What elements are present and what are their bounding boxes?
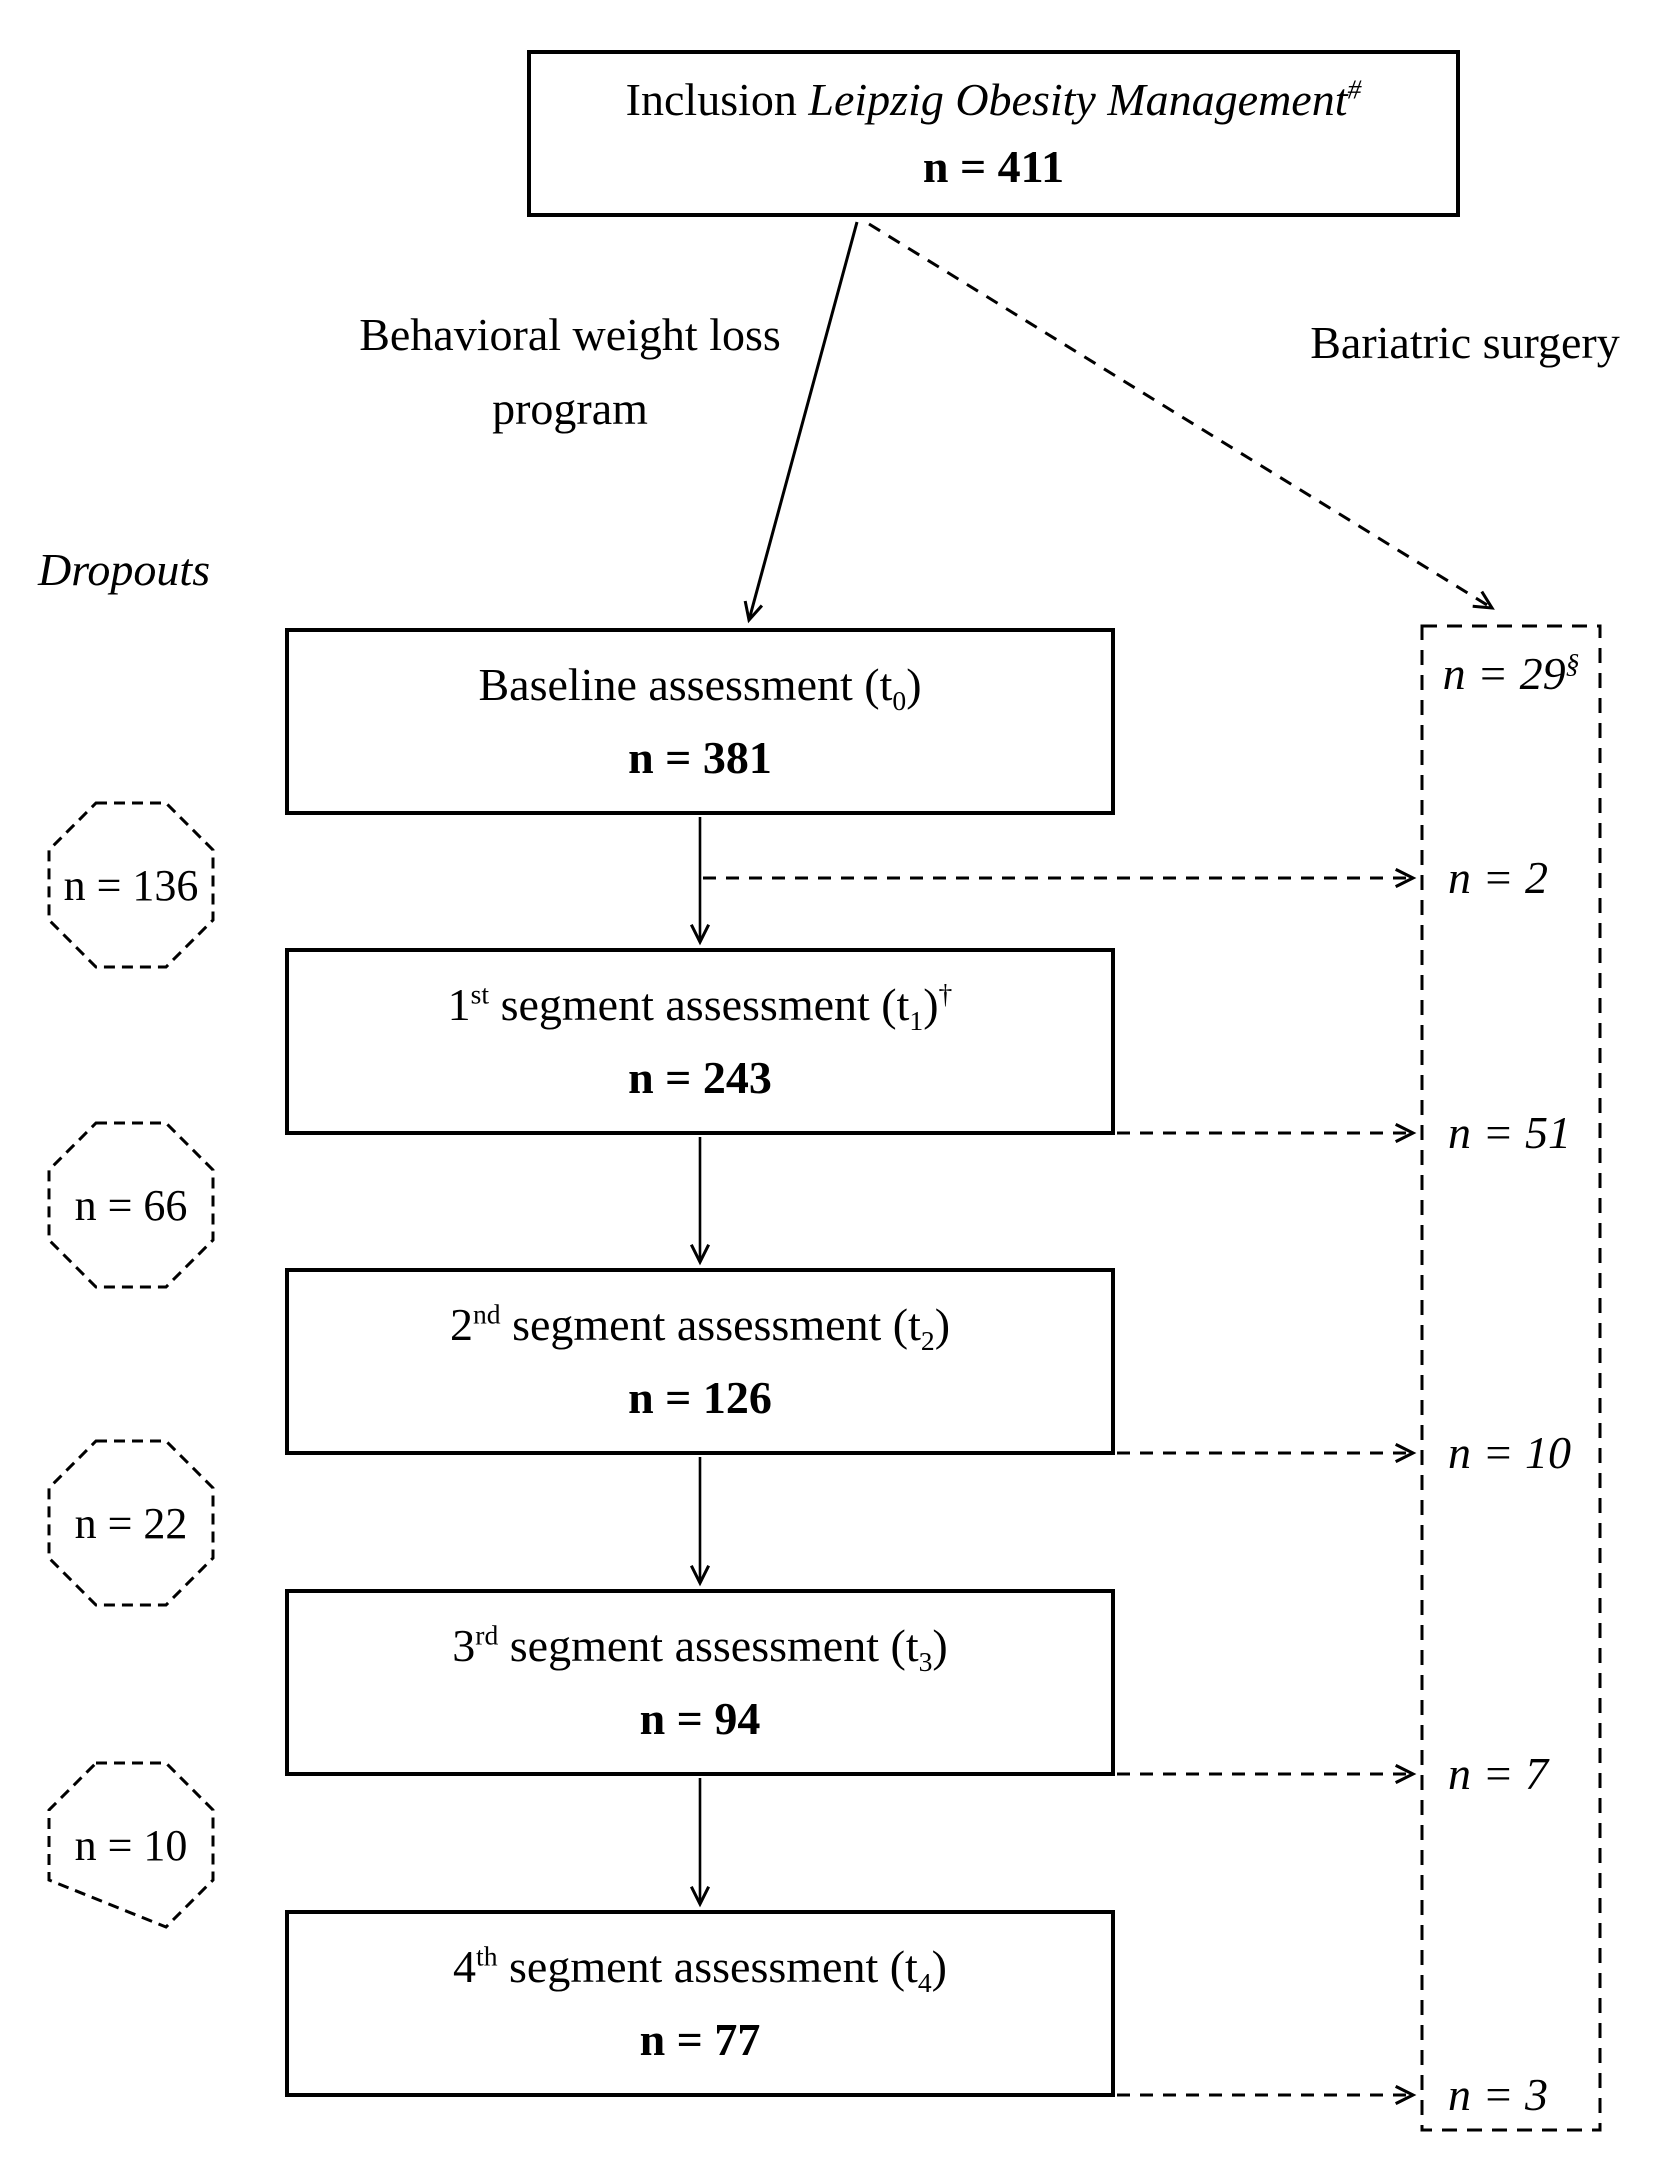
arrow-inclusion-to-baseline — [743, 221, 859, 624]
surgery-count-after-t2: n = 10 — [1448, 1427, 1572, 1478]
arrow-inclusion-to-surgery — [868, 222, 1495, 610]
inclusion-count: n = 411 — [922, 141, 1065, 192]
surgery-column-outline — [1420, 624, 1602, 2132]
box-segment-t2: 2nd segment assessment (t2) n = 126 — [285, 1268, 1115, 1455]
branch-label-behavioral: Behavioral weight loss program — [359, 309, 781, 434]
box-baseline-t0: Baseline assessment (t0) n = 381 — [285, 628, 1115, 815]
box-title: 2nd segment assessment (t2) — [449, 1298, 951, 1357]
inclusion-box: Inclusion Leipzig Obesity Management# n … — [527, 50, 1460, 217]
surgery-count-after-t1: n = 51 — [1448, 1107, 1572, 1158]
dropout-octagon-2: n = 66 — [46, 1120, 216, 1290]
box-count: n = 381 — [628, 732, 772, 783]
box-count: n = 126 — [628, 1372, 772, 1423]
box-title: 3rd segment assessment (t3) — [452, 1619, 948, 1678]
octagon-outline — [47, 1121, 215, 1289]
octagon-outline — [47, 801, 215, 969]
branch-label-bariatric: Bariatric surgery — [1310, 317, 1620, 368]
box-segment-t3: 3rd segment assessment (t3) n = 94 — [285, 1589, 1115, 1776]
dropout-count: n = 10 — [74, 1820, 188, 1870]
dropout-count: n = 136 — [63, 860, 199, 910]
box-count: n = 77 — [639, 2014, 761, 2065]
octagon-outline — [47, 1761, 215, 1929]
box-title: 4th segment assessment (t4) — [453, 1940, 947, 1999]
dropout-count: n = 22 — [74, 1498, 188, 1548]
dropouts-label: Dropouts — [38, 544, 211, 595]
box-count: n = 243 — [628, 1052, 772, 1103]
inclusion-title: Inclusion Leipzig Obesity Management# — [625, 73, 1362, 125]
surgery-count-after-t4: n = 3 — [1448, 2069, 1549, 2120]
dropout-octagon-3: n = 22 — [46, 1438, 216, 1608]
dropout-count: n = 66 — [74, 1180, 188, 1230]
dropout-octagon-4: n = 10 — [46, 1760, 216, 1930]
dropout-octagon-1: n = 136 — [46, 800, 216, 970]
surgery-count-after-t0: n = 2 — [1448, 852, 1549, 903]
box-title: Baseline assessment (t0) — [478, 659, 922, 717]
octagon-outline — [47, 1439, 215, 1607]
box-segment-t1: 1st segment assessment (t1)† n = 243 — [285, 948, 1115, 1135]
surgery-count-after-t3: n = 7 — [1448, 1748, 1549, 1799]
box-segment-t4: 4th segment assessment (t4) n = 77 — [285, 1910, 1115, 2097]
box-title: 1st segment assessment (t1)† — [447, 978, 953, 1037]
box-count: n = 94 — [639, 1693, 761, 1744]
surgery-count-entry: n = 29§ — [1442, 647, 1580, 699]
